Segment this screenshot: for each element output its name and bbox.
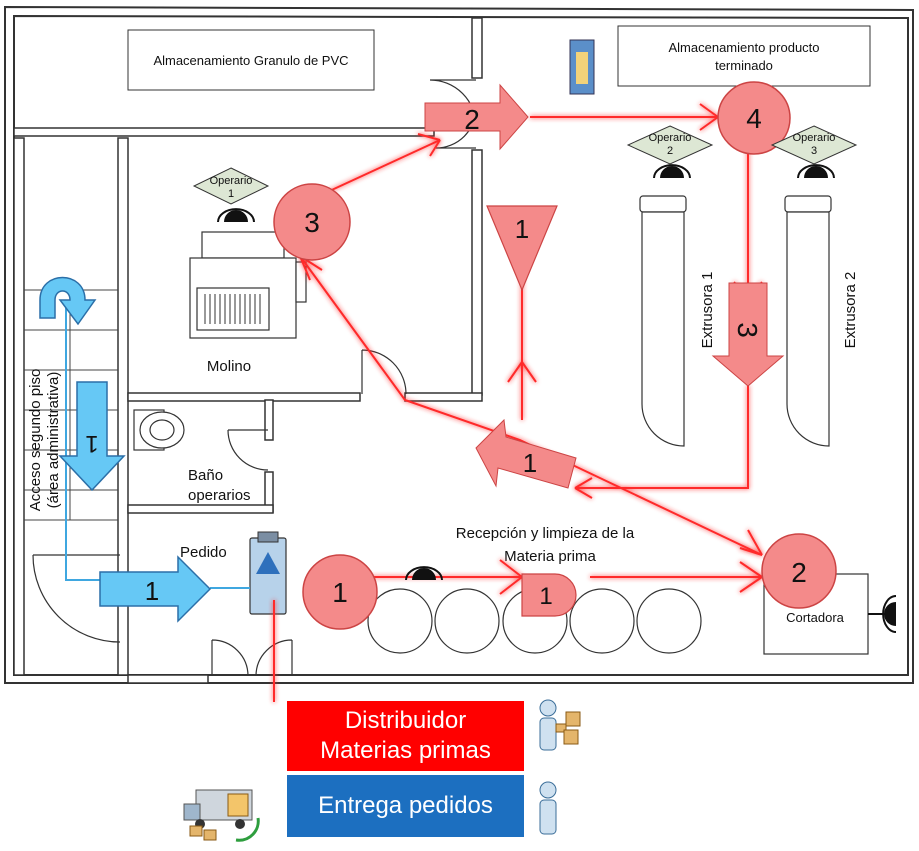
extrusora-2-machine xyxy=(784,195,832,447)
pedido-label: Pedido xyxy=(180,544,227,561)
molino-machine xyxy=(189,231,307,339)
extrusora-2-label: Extrusora 2 xyxy=(842,272,859,349)
operation-circle-top xyxy=(717,81,791,155)
legend-distribuidor-line1: Distribuidor xyxy=(344,707,467,734)
extrusora-1-machine xyxy=(639,195,687,447)
blue-flow-lines xyxy=(65,300,250,589)
delay-recepcion xyxy=(521,573,577,617)
operator-3-label-line1: Operario xyxy=(793,132,836,144)
extrusora-1-label: Extrusora 1 xyxy=(699,272,716,349)
operator-2-label-line2: 2 xyxy=(667,145,673,157)
finished-product-storage-box xyxy=(617,25,871,87)
operation-top-number: 4 xyxy=(746,103,762,134)
operation-circle-entrada xyxy=(302,554,378,630)
acceso-label-line2: (área administrativa) xyxy=(45,372,62,509)
acceso-label-line1: Acceso segundo piso xyxy=(27,369,44,512)
transport-arrow-top xyxy=(424,83,529,151)
operation-entrada-number: 1 xyxy=(332,577,348,608)
delivery-person-icon xyxy=(539,781,557,835)
operation-cortadora-number: 2 xyxy=(791,557,807,588)
operation-molino-number: 3 xyxy=(304,207,320,238)
delay-recepcion-number: 1 xyxy=(539,583,552,610)
product-box-icon xyxy=(569,39,595,95)
distributor-person-icon xyxy=(539,699,581,751)
cortadora-operator-marker xyxy=(868,595,897,633)
operator-2-marker xyxy=(626,125,714,179)
blue-transport-down-number: 1 xyxy=(85,430,98,457)
blue-transport-down xyxy=(58,381,126,492)
red-flow-lines xyxy=(273,103,763,702)
blue-uturn-arrow xyxy=(39,276,97,326)
storage-triangle xyxy=(486,205,558,292)
blue-transport-right xyxy=(99,555,212,623)
operator-3-label-line2: 3 xyxy=(811,145,817,157)
legend-entrega-box: Entrega pedidos xyxy=(287,775,524,837)
transport-arrow-left-number: 1 xyxy=(523,448,537,478)
transport-arrow-down-number: 3 xyxy=(732,322,763,338)
operator-1-label-line1: Operario xyxy=(210,175,253,187)
operator-1-label-line2: 1 xyxy=(228,188,234,200)
transport-arrow-top-number: 2 xyxy=(464,104,480,135)
legend-entrega-label: Entrega pedidos xyxy=(318,792,493,819)
granulo-storage-label: Almacenamiento Granulo de PVC xyxy=(153,53,348,68)
recepcion-label-line1: Recepción y limpieza de la xyxy=(456,525,635,542)
legend-distribuidor-box: Distribuidor Materias primas xyxy=(287,701,524,771)
legend-distribuidor-line2: Materias primas xyxy=(320,737,491,764)
finished-product-label-line1: Almacenamiento producto xyxy=(668,40,819,55)
conveyor-rollers xyxy=(367,588,702,654)
bano-label-line1: Baño xyxy=(188,467,223,484)
granulo-storage-box xyxy=(127,29,375,91)
walls xyxy=(4,5,914,684)
delivery-truck-icon xyxy=(183,789,260,842)
transport-arrow-down xyxy=(711,282,785,387)
molino-label: Molino xyxy=(207,358,251,375)
conveyor-operator-marker xyxy=(405,566,443,581)
operation-circle-cortadora xyxy=(761,533,837,609)
operator-2-label-line1: Operario xyxy=(649,132,692,144)
transport-arrow-left xyxy=(475,418,577,489)
blue-transport-right-number: 1 xyxy=(145,576,159,606)
recepcion-label-line2: Materia prima xyxy=(504,548,596,565)
clipboard-icon xyxy=(249,531,287,615)
cortadora-label: Cortadora xyxy=(786,610,845,625)
operation-circle-molino xyxy=(273,183,351,261)
finished-product-label-line2: terminado xyxy=(715,58,773,73)
operator-3-marker xyxy=(770,125,858,179)
staircase xyxy=(24,289,118,521)
bano-label-line2: operarios xyxy=(188,487,251,504)
toilet-icon xyxy=(133,409,185,451)
storage-number: 1 xyxy=(515,214,529,244)
operator-1-marker xyxy=(192,167,270,223)
